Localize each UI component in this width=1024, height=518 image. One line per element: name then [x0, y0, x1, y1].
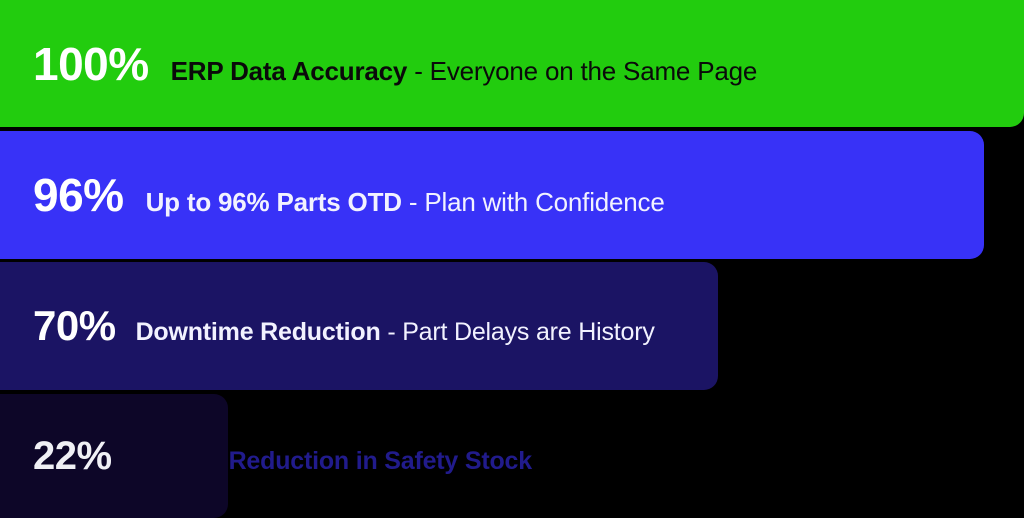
stat-label-strong: Reduction in Safety Stock — [228, 447, 533, 475]
stat-bar-row[interactable]: 100% ERP Data Accuracy - Everyone on the… — [0, 0, 1024, 127]
stat-bar-content: 96% Up to 96% Parts OTD - Plan with Conf… — [0, 172, 665, 218]
stat-bar-content: 100% ERP Data Accuracy - Everyone on the… — [0, 41, 757, 87]
stat-bar-row[interactable]: 70% Downtime Reduction - Part Delays are… — [0, 262, 1024, 390]
stat-value: 100% — [33, 37, 149, 90]
stat-bar-row[interactable]: 96% Up to 96% Parts OTD - Plan with Conf… — [0, 131, 1024, 259]
stat-value: 22% — [33, 434, 112, 478]
stat-value: 70% — [33, 302, 116, 349]
stat-label: Reduction in Safety Stock — [228, 447, 533, 475]
stat-bar-fill — [0, 394, 228, 518]
stat-value: 96% — [33, 169, 124, 221]
stat-bar-content: 22% Reduction in Safety Stock — [0, 436, 532, 476]
stat-label: Up to 96% Parts OTD - Plan with Confiden… — [146, 189, 665, 215]
stat-label-strong: Up to 96% Parts OTD — [145, 187, 402, 217]
stat-label-rest: - Everyone on the Same Page — [407, 55, 758, 86]
stat-bar-fill — [0, 0, 1024, 127]
stat-label: Downtime Reduction - Part Delays are His… — [136, 320, 655, 345]
stat-bar-row[interactable]: 22% Reduction in Safety Stock — [0, 394, 1024, 518]
stat-bar-content: 70% Downtime Reduction - Part Delays are… — [0, 305, 655, 347]
stat-bar-fill — [0, 131, 984, 259]
stat-bar-fill — [0, 262, 718, 390]
stat-label: ERP Data Accuracy - Everyone on the Same… — [170, 55, 758, 86]
stat-label-rest: - Plan with Confidence — [401, 187, 665, 217]
stat-label-rest: - Part Delays are History — [380, 318, 655, 346]
stat-label-strong: Downtime Reduction — [135, 318, 381, 346]
stat-label-strong: ERP Data Accuracy — [170, 55, 408, 86]
